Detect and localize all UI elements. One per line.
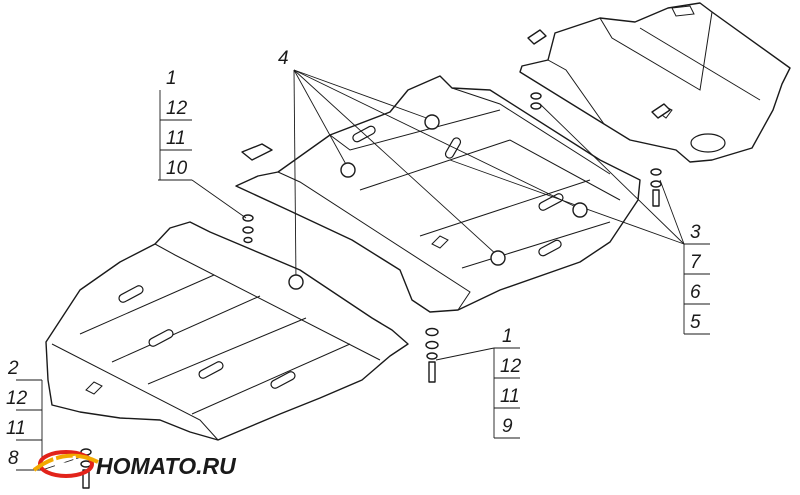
callout-label: 11	[166, 128, 186, 149]
leader-lines	[16, 69, 710, 471]
callout-group-right: 3 7 6 5	[690, 222, 702, 333]
callout-label: 8	[8, 448, 19, 469]
front-guard-plate	[45, 221, 409, 441]
middle-plate-slot	[538, 239, 562, 257]
callout-label: 7	[690, 252, 702, 273]
callout-label: 12	[6, 388, 28, 409]
callout-label: 5	[690, 312, 701, 333]
bolt-heads	[288, 114, 588, 290]
callout-group-bottom-left: 2 12 11 8	[6, 358, 28, 469]
callout-label: 11	[6, 418, 26, 439]
callout-label: 1	[502, 326, 513, 347]
callout-label: 12	[166, 98, 188, 119]
callout-label: 10	[166, 158, 188, 179]
rear-guard-plate	[519, 2, 791, 163]
watermark-text: HOMATO.RU	[96, 453, 237, 479]
callout-label: 6	[690, 282, 701, 303]
callout-label: 12	[500, 356, 522, 377]
homato-logo-icon	[32, 450, 99, 478]
front-plate-slot	[118, 285, 144, 303]
callout-label: 2	[7, 358, 19, 379]
fastener-stacks	[80, 29, 671, 489]
front-plate-slot	[270, 371, 296, 389]
callout-label: 3	[690, 222, 701, 243]
bolt-callout-label: 4	[278, 48, 289, 69]
homato-watermark: HOMATO.RU	[32, 450, 237, 479]
callout-label: 11	[500, 386, 520, 407]
callout-label: 9	[502, 416, 513, 437]
front-plate-slot	[198, 361, 224, 379]
rear-plate-round-hole	[690, 133, 726, 153]
callout-label: 1	[166, 68, 177, 89]
callout-group-top-left: 1 12 11 10	[166, 68, 188, 179]
front-plate-slot	[148, 329, 174, 347]
callout-group-center: 1 12 11 9	[500, 326, 522, 437]
